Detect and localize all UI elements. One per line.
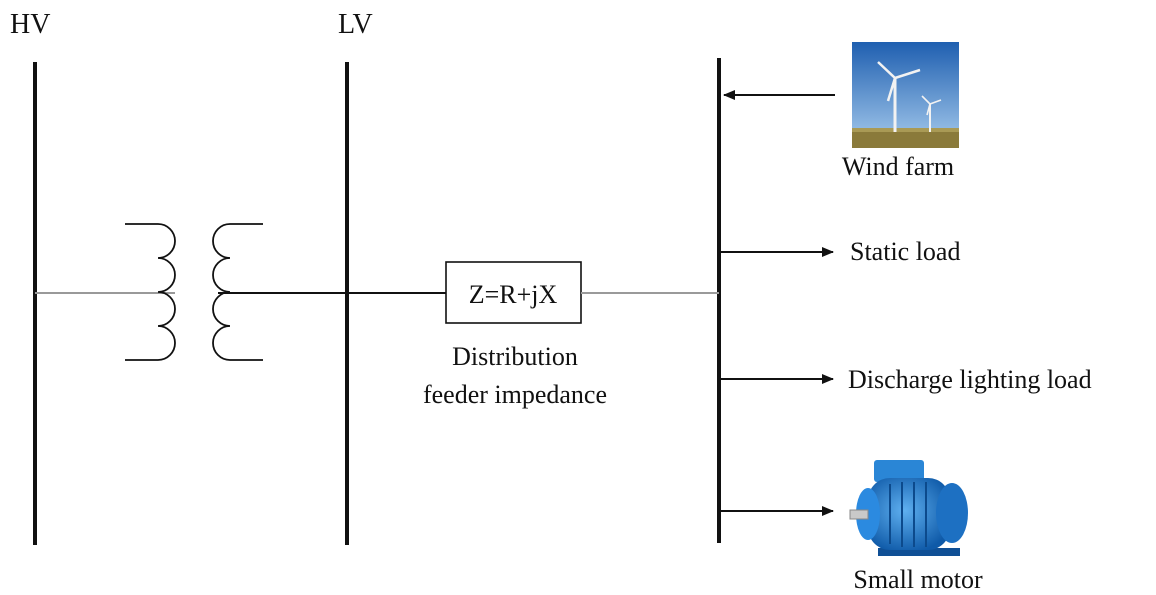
wind-farm-label: Wind farm	[842, 152, 954, 181]
impedance-caption-line2: feeder impedance	[423, 380, 607, 409]
small-motor-label: Small motor	[853, 565, 983, 594]
lv-bus-label: LV	[338, 9, 373, 40]
impedance-caption-line1: Distribution	[452, 342, 578, 371]
discharge-lighting-label: Discharge lighting load	[848, 365, 1092, 394]
impedance-box	[445, 261, 582, 324]
impedance-formula: Z=R+jX	[469, 280, 558, 309]
static-load-label: Static load	[850, 237, 960, 266]
hv-bus-label: HV	[10, 9, 50, 40]
transformer-icon	[125, 223, 263, 361]
wind-farm-image	[852, 42, 959, 148]
small-motor-image	[849, 460, 968, 556]
